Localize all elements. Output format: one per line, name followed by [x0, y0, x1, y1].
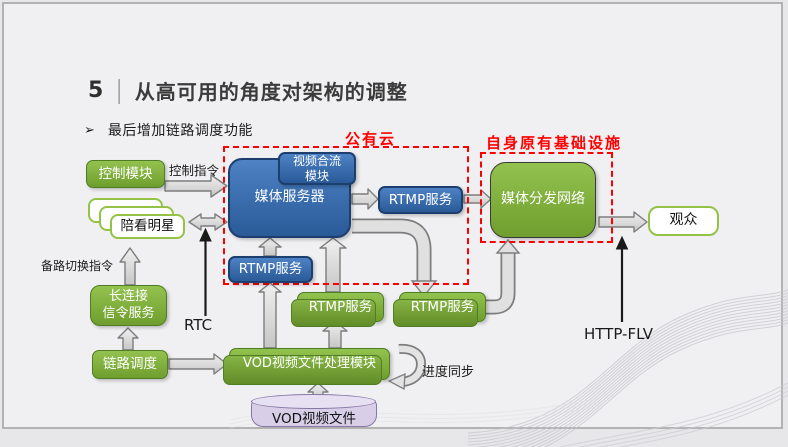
video-mix-module-box: 视频合流 模块: [278, 152, 356, 185]
slide-number: 5: [88, 78, 104, 103]
long-connection-line1: 长连接: [108, 289, 148, 305]
progress-sync-label: 进度同步: [422, 365, 475, 380]
arrow-longconn-to-star: [119, 247, 141, 286]
http-flv-label: HTTP-FLV: [584, 325, 654, 343]
rtc-line: [199, 227, 212, 316]
companion-star-box: 陪看明星: [110, 214, 185, 239]
arrow-star-mediaserver-bidirectional: [188, 213, 228, 231]
own-infrastructure-region: [480, 152, 613, 243]
arrow-control-command: [164, 174, 228, 198]
public-cloud-label: 公有云: [345, 130, 397, 148]
public-cloud-region: [223, 146, 469, 285]
slide-title: 从高可用的角度对架构的调整: [134, 80, 408, 104]
vod-file-processing-module-box: VOD视频文件处理模块: [223, 348, 390, 385]
arrow-bluertmp-to-mediaserver: [258, 237, 282, 257]
long-connection-signal-service-box: 长连接 信令服务: [90, 285, 167, 326]
bullet-text: 最后增加链路调度功能: [107, 123, 253, 139]
rtmp-service-blue-inner-box: RTMP服务: [228, 256, 313, 283]
progress-sync-arrow-icon: [387, 343, 427, 391]
arrow-mediaserver-to-bluertmp-right: [351, 188, 379, 210]
rtc-label: RTC: [184, 316, 213, 334]
bullet-arrow-icon: ➢: [84, 122, 95, 138]
rtmp-service-green-right-box: RTMP服务: [393, 292, 486, 327]
title-divider: |: [115, 76, 123, 105]
bullet-row: ➢ 最后增加链路调度功能: [84, 120, 253, 140]
rtmp-service-green-left-box: RTMP服务: [291, 292, 384, 327]
arrow-scheduler-to-vod: [168, 353, 228, 375]
control-module-box: 控制模块: [86, 160, 165, 188]
control-command-label: 控制指令: [169, 163, 220, 178]
vod-file-database-cylinder: VOD视频文件: [250, 394, 377, 427]
pipe-greenrtmp-to-cdn: [484, 238, 521, 315]
vod-file-label: VOD视频文件: [271, 411, 357, 427]
own-infrastructure-label: 自身原有基础设施: [486, 134, 623, 152]
rtmp-service-blue-right-box: RTMP服务: [378, 186, 463, 214]
media-distribution-network-box: 媒体分发网络: [490, 162, 596, 238]
long-connection-line2: 信令服务: [102, 305, 155, 321]
arrow-scheduler-to-longconn: [117, 327, 139, 351]
video-mix-line2: 模块: [304, 168, 329, 183]
slide-header: 5 | 从高可用的角度对架构的调整: [88, 76, 408, 105]
audience-box: 观众: [648, 206, 719, 236]
video-mix-line1: 视频合流: [292, 154, 341, 169]
backup-switch-command-label: 备路切换指令: [41, 259, 114, 273]
link-scheduler-box: 链路调度: [92, 350, 168, 379]
http-flv-line: [615, 235, 629, 322]
arrow-vod-to-bluertmp: [258, 282, 282, 349]
